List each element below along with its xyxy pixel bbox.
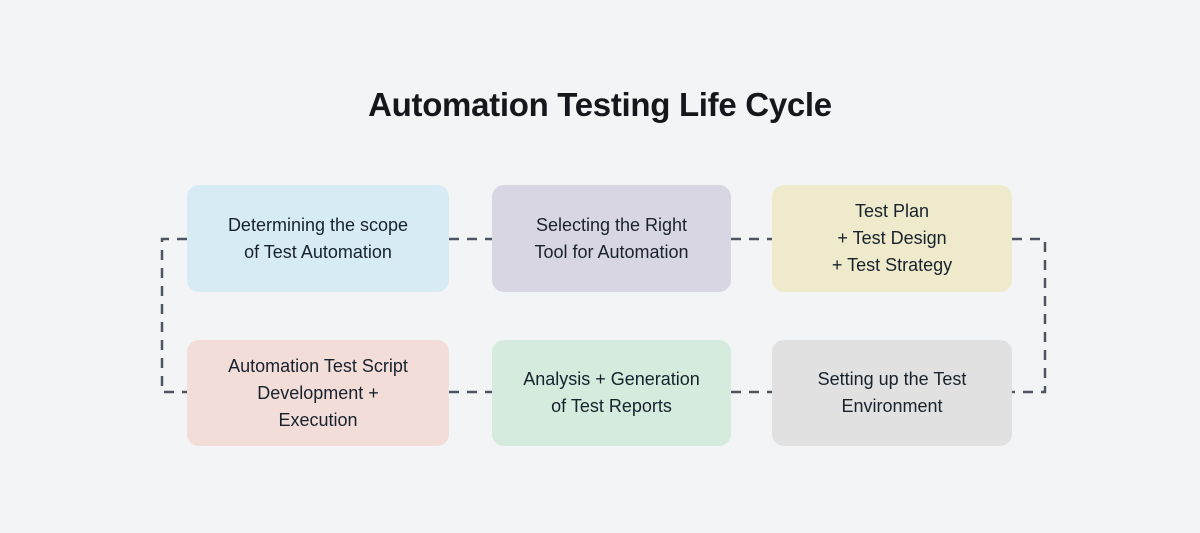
node-analysis-test-reports: Analysis + Generation of Test Reports <box>492 340 731 446</box>
node-determining-scope: Determining the scope of Test Automation <box>187 185 449 292</box>
node-test-environment-setup: Setting up the Test Environment <box>772 340 1012 446</box>
node-selecting-tool: Selecting the Right Tool for Automation <box>492 185 731 292</box>
node-test-plan-design-strategy: Test Plan + Test Design + Test Strategy <box>772 185 1012 292</box>
node-script-development-execution: Automation Test Script Development + Exe… <box>187 340 449 446</box>
connector-right-loop <box>1012 237 1047 394</box>
connector-left-loop <box>160 237 187 394</box>
diagram-title: Automation Testing Life Cycle <box>368 86 832 123</box>
